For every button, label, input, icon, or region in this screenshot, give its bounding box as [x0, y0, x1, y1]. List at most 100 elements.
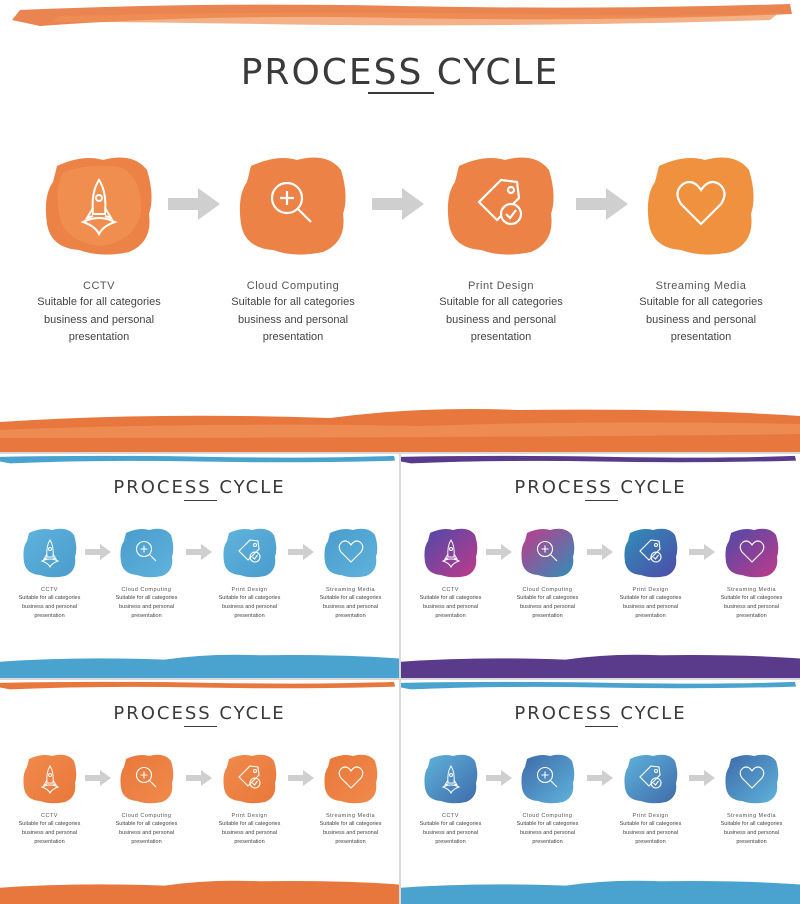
zoom-in-icon: [536, 540, 557, 562]
step-cctv: CCTV Suitable for all categories busines…: [2, 752, 97, 847]
tag-check-icon: [477, 178, 523, 226]
arrow-icon: [586, 768, 614, 788]
tag-check-icon: [237, 765, 261, 789]
step-print-design: Print Design Suitable for all categories…: [603, 752, 698, 847]
title-underline: [184, 500, 217, 501]
step-cloud-computing: Cloud Computing Suitable for all categor…: [500, 752, 595, 847]
step-cloud-computing: Cloud Computing Suitable for all categor…: [99, 526, 194, 621]
arrow-icon: [688, 542, 716, 562]
step-blob: [119, 752, 175, 804]
step-blob: [423, 526, 479, 578]
title-underline: [184, 726, 217, 727]
tag-check-icon: [638, 765, 662, 789]
step-blob: [22, 526, 78, 578]
arrow-icon: [185, 542, 213, 562]
slide-main[interactable]: PROCESS CYCLE CCTV Suitable for all cate…: [0, 0, 800, 452]
zoom-in-icon: [135, 766, 156, 788]
arrow-icon: [84, 542, 112, 562]
arrow-icon: [586, 542, 614, 562]
rocket-icon: [40, 765, 59, 795]
step-cloud-computing: Cloud Computing Suitable for all categor…: [198, 152, 388, 347]
slide-thumbnail-mixed-blue[interactable]: PROCESS CYCLE CCTV Suitable for all cate…: [401, 680, 800, 904]
slide-thumbnail-orange[interactable]: PROCESS CYCLE CCTV Suitable for all cate…: [0, 680, 399, 904]
arrow-icon: [485, 768, 513, 788]
top-brush-stroke: [401, 454, 800, 470]
step-blob: [222, 526, 278, 578]
step-blob: [445, 152, 557, 256]
step-blob: [724, 752, 780, 804]
step-blob: [222, 752, 278, 804]
arrow-icon: [84, 768, 112, 788]
zoom-in-icon: [270, 181, 312, 223]
step-blob: [237, 152, 349, 256]
step-blob: [623, 752, 679, 804]
bottom-brush-stroke: [0, 878, 399, 904]
step-streaming-media: Streaming Media Suitable for all categor…: [606, 152, 796, 347]
step-cctv: CCTV Suitable for all categories busines…: [403, 752, 498, 847]
step-cctv: CCTV Suitable for all categories busines…: [403, 526, 498, 621]
tag-check-icon: [237, 539, 261, 563]
heart-icon: [676, 180, 726, 226]
step-blob: [423, 752, 479, 804]
bottom-brush-stroke: [401, 652, 800, 678]
arrow-icon: [185, 768, 213, 788]
page-title: PROCESS CYCLE: [514, 477, 687, 498]
step-streaming-media: Streaming Media Suitable for all categor…: [303, 526, 398, 621]
title-underline: [368, 92, 434, 94]
rocket-icon: [441, 765, 460, 795]
title-underline: [585, 500, 618, 501]
top-brush-stroke: [0, 454, 399, 470]
heart-icon: [338, 540, 363, 563]
step-blob: [645, 152, 757, 256]
heart-icon: [338, 766, 363, 789]
step-blob: [520, 752, 576, 804]
arrow-icon: [287, 768, 315, 788]
title-underline: [585, 726, 618, 727]
arrow-icon: [166, 184, 222, 224]
step-print-design: Print Design Suitable for all categories…: [202, 526, 297, 621]
top-brush-stroke: [0, 0, 800, 34]
step-blob: [724, 526, 780, 578]
bottom-brush-stroke: [0, 404, 800, 452]
arrow-icon: [574, 184, 630, 224]
step-cctv: CCTV Suitable for all categories busines…: [4, 152, 194, 347]
slide-thumbnail-blue[interactable]: PROCESS CYCLE CCTV Suitable for all cate…: [0, 454, 399, 678]
step-print-design: Print Design Suitable for all categories…: [406, 152, 596, 347]
top-brush-stroke: [0, 680, 399, 696]
heart-icon: [739, 540, 764, 563]
rocket-icon: [80, 178, 118, 237]
top-brush-stroke: [401, 680, 800, 696]
arrow-icon: [287, 542, 315, 562]
step-blob: [323, 752, 379, 804]
step-print-design: Print Design Suitable for all categories…: [202, 752, 297, 847]
zoom-in-icon: [536, 766, 557, 788]
page-title: PROCESS CYCLE: [113, 477, 286, 498]
tag-check-icon: [638, 539, 662, 563]
rocket-icon: [40, 539, 59, 569]
step-blob: [22, 752, 78, 804]
bottom-brush-stroke: [401, 878, 800, 904]
step-streaming-media: Streaming Media Suitable for all categor…: [303, 752, 398, 847]
step-blob: [623, 526, 679, 578]
arrow-icon: [485, 542, 513, 562]
arrow-icon: [688, 768, 716, 788]
slide-thumbnail-purple[interactable]: PROCESS CYCLE CCTV Suitable for all cate…: [401, 454, 800, 678]
step-blob: [323, 526, 379, 578]
page-title: PROCESS CYCLE: [514, 703, 687, 724]
step-print-design: Print Design Suitable for all categories…: [603, 526, 698, 621]
bottom-brush-stroke: [0, 652, 399, 678]
step-cloud-computing: Cloud Computing Suitable for all categor…: [99, 752, 194, 847]
rocket-icon: [441, 539, 460, 569]
step-blob: [119, 526, 175, 578]
arrow-icon: [370, 184, 426, 224]
step-streaming-media: Streaming Media Suitable for all categor…: [704, 526, 799, 621]
step-blob: [43, 152, 155, 256]
zoom-in-icon: [135, 540, 156, 562]
step-streaming-media: Streaming Media Suitable for all categor…: [704, 752, 799, 847]
step-blob: [520, 526, 576, 578]
step-cloud-computing: Cloud Computing Suitable for all categor…: [500, 526, 595, 621]
heart-icon: [739, 766, 764, 789]
page-title: PROCESS CYCLE: [240, 52, 560, 93]
step-cctv: CCTV Suitable for all categories busines…: [2, 526, 97, 621]
page-title: PROCESS CYCLE: [113, 703, 286, 724]
